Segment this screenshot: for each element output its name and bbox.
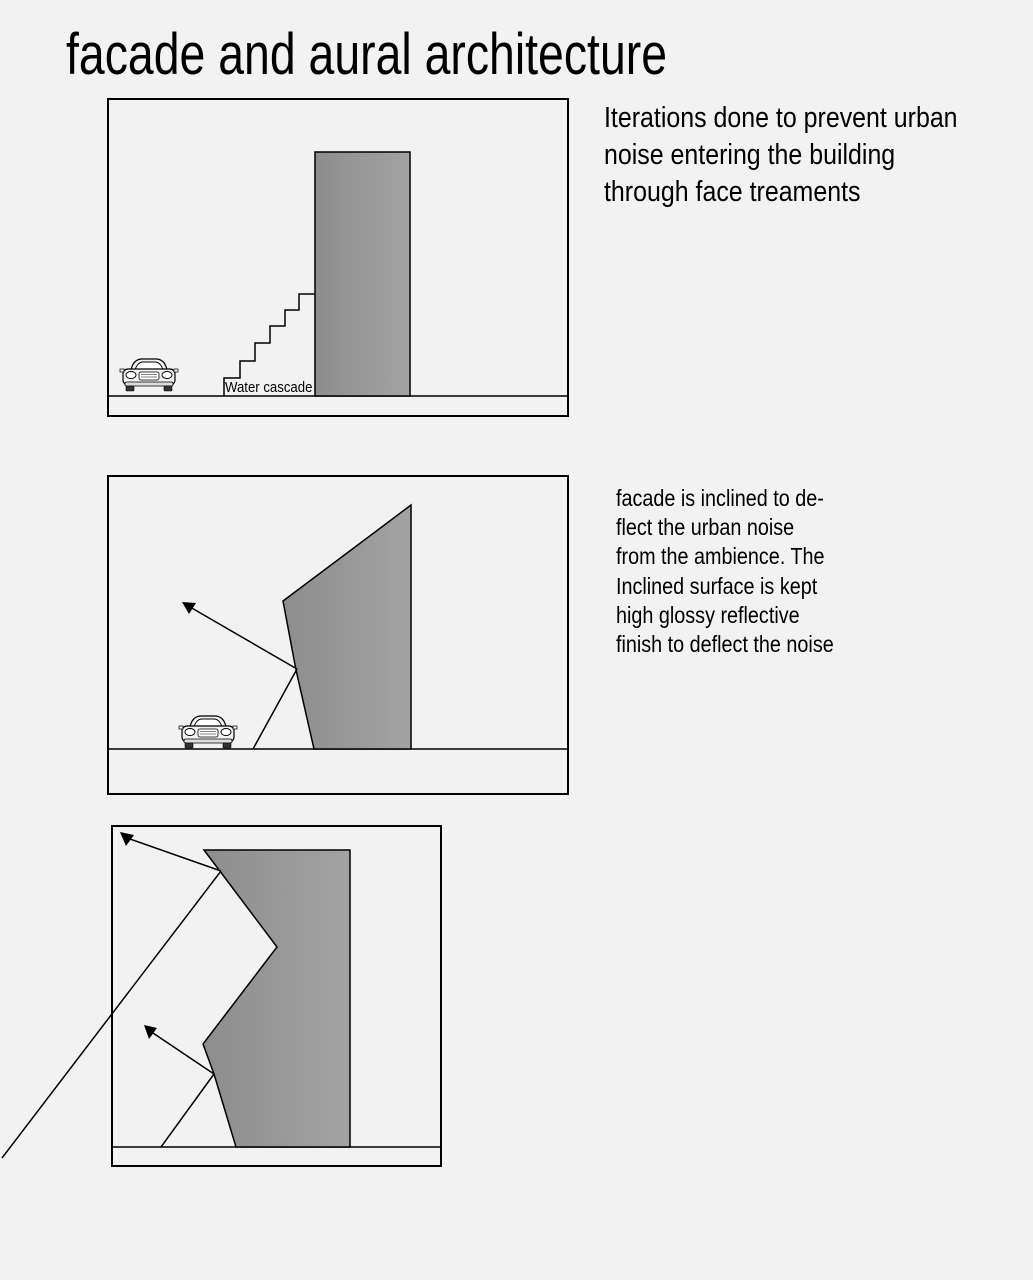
intro-caption-line: through face treaments [604,176,861,208]
arrow-icon [120,832,134,846]
arrow-icon [144,1025,157,1039]
inclined-caption-line: finish to deflect the noise [616,631,834,658]
panel-frame [107,475,569,795]
incident-sound-ray [252,668,298,750]
inclined-caption-line: flect the urban noise [616,514,795,541]
intro-caption-line: Iterations done to prevent urban [604,102,958,134]
inclined-caption-line: high glossy reflective [616,601,800,628]
inclined-building [282,503,412,750]
building-block [314,151,411,397]
inclined-caption-line: from the ambience. The [616,543,825,570]
folded-building [202,849,351,1148]
car-icon [119,358,179,392]
incident-sound-ray [160,1073,215,1148]
arrow-icon [182,602,196,614]
reflected-sound-ray [126,837,222,872]
inclined-facade-panel [107,475,569,795]
reflected-sound-ray [149,1030,215,1075]
panel-frame [107,98,569,417]
incident-sound-ray [1,870,222,1159]
inclined-caption-line: Inclined surface is kept [616,572,818,599]
cascade-panel: Water cascade [107,98,569,417]
water-cascade-label: Water cascade [225,378,313,395]
water-cascade-steps [223,293,315,396]
intro-caption-line: noise entering the building [604,139,896,171]
folded-facade-panel [1,825,442,1167]
inclined-facade-caption: facade is inclined to de- flect the urba… [616,484,834,659]
panel-frame [111,825,442,1167]
reflected-sound-ray [189,606,298,670]
page-title: facade and aural architecture [66,22,668,87]
car-icon [178,715,238,749]
inclined-caption-line: facade is inclined to de- [616,485,824,511]
intro-caption: Iterations done to prevent urban noise e… [604,100,958,211]
